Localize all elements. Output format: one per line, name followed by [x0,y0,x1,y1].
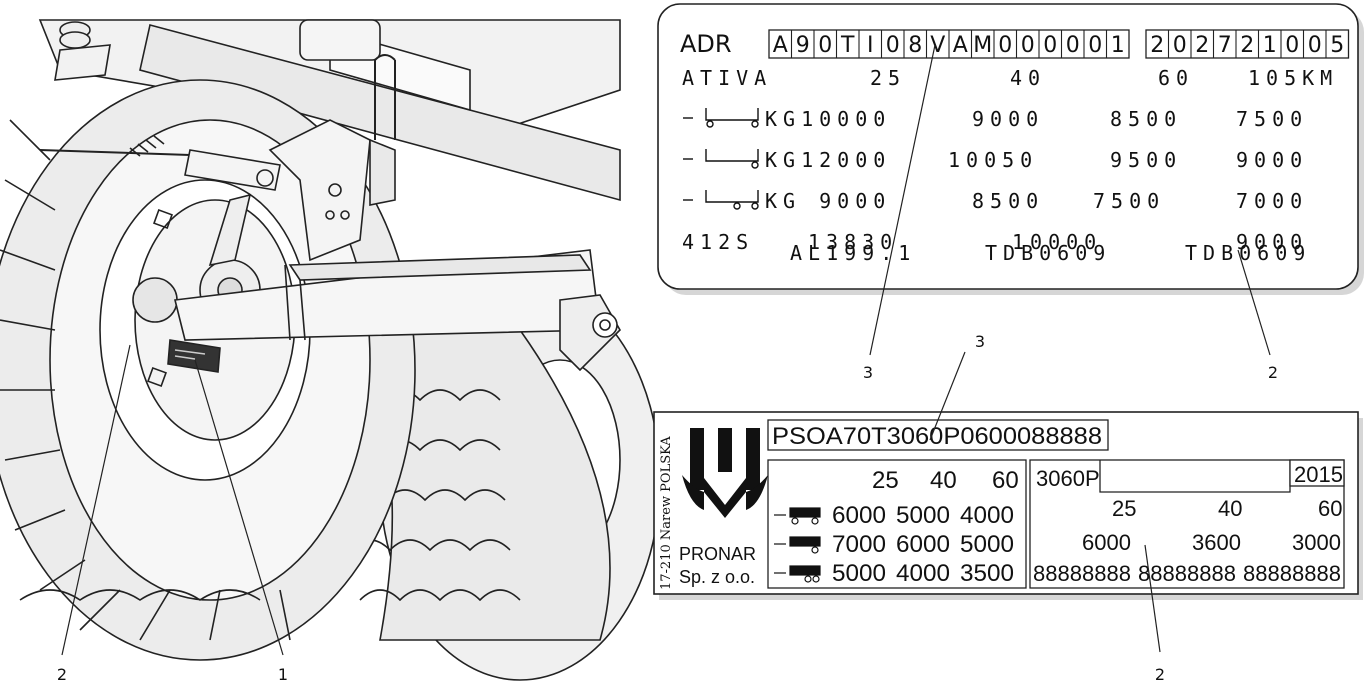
adr-date-char: 7 [1218,33,1232,58]
adr-vin-char: 0 [1066,33,1080,58]
adr-row6-c2: TDB0609 [985,241,1111,265]
adr-row4-c2: 8500 [972,189,1044,213]
adr-vin-char: A [953,33,968,58]
pronar-right-speed-40: 40 [1218,496,1242,521]
pronar-right-load-2: 3600 [1192,530,1241,555]
adr-row3-c2: 10050 [948,148,1038,172]
pronar-vin: PSOA70T3060P0600088888 [772,423,1102,450]
adr-vin-char: I [867,33,874,58]
adr-row3-c4: 9000 [1236,148,1308,172]
pronar-right-load-3: 3000 [1292,530,1341,555]
pronar-right-speed-60: 60 [1318,496,1342,521]
adr-vin-char: 0 [1043,33,1057,58]
adr-row3-c3: 9500 [1110,148,1182,172]
adr-vin-char: 0 [818,33,832,58]
pronar-speed-60: 60 [992,467,1019,494]
adr-row1-c3: 40 [1010,66,1046,90]
adr-row5-c2: 13830 [808,230,898,254]
pronar-load-r3c1: 5000 [832,560,886,587]
adr-date-char: 5 [1330,33,1344,58]
pronar-year: 2015 [1294,462,1343,487]
adr-vin-char: 0 [998,33,1012,58]
leader-lines-pronar [929,351,1161,653]
adr-date-char: 0 [1308,33,1322,58]
pronar-load-r1c2: 5000 [896,502,950,529]
adr-row2-c4: 7500 [1236,107,1308,131]
pronar-address: 17-210 Narew POLSKA [659,436,674,590]
adr-date-frame [1145,29,1350,59]
callout-label-1-left: 1 [278,665,288,684]
axle-beam [174,249,621,372]
adr-vin-char: 0 [886,33,900,58]
pronar-serial-1: 88888888 [1033,561,1131,586]
pronar-load-r3c2: 4000 [896,560,950,587]
adr-row4-c4: 7000 [1236,189,1308,213]
adr-row5-c4: 9000 [1236,230,1308,254]
pronar-right-load-1: 6000 [1082,530,1131,555]
pronar-load-r3c3: 3500 [960,560,1014,587]
adr-row3-c1: KG12000 [765,148,891,172]
pronar-logo [682,428,768,518]
adr-vin-char: 1 [1111,33,1125,58]
pronar-speed-40: 40 [930,467,957,494]
pronar-serial-2: 88888888 [1138,561,1236,586]
adr-row5-c1: 412S [682,230,754,254]
callout-label-2-left: 2 [57,665,67,684]
pronar-serial-3: 88888888 [1243,561,1341,586]
adr-row1-c4: 60 [1158,66,1194,90]
axle-symbols-adr [683,108,759,210]
pronar-model: 3060P [1036,466,1100,491]
callout-label-3-adr: 3 [863,363,873,382]
adr-row2-c3: 8500 [1110,107,1182,131]
callout-label-3-pronar: 3 [975,332,985,351]
id-plate-small [167,339,221,373]
adr-date-char: 2 [1195,33,1209,58]
adr-date-char: 0 [1285,33,1299,58]
pronar-company: Sp. z o.o. [679,567,755,587]
adr-row5-c3: 10000 [1012,230,1102,254]
adr-date-char: 2 [1240,33,1254,58]
adr-vin-char: T [840,33,855,58]
adr-date-char: 2 [1150,33,1164,58]
pronar-right-speed-25: 25 [1112,496,1136,521]
pronar-load-r2c2: 6000 [896,531,950,558]
pronar-load-r2c3: 5000 [960,531,1014,558]
callout-label-2-pronar: 2 [1155,665,1165,684]
adr-vin-char: 9 [796,33,810,58]
pronar-load-r2c1: 7000 [832,531,886,558]
adr-row6-c1: AL199.1 [790,241,916,265]
brake-mechanism [39,54,396,267]
pronar-brand: PRONAR [679,544,756,564]
adr-vin-char: 0 [1021,33,1035,58]
callout-label-2-adr: 2 [1268,363,1278,382]
adr-row2-c1: KG10000 [765,107,891,131]
adr-row1-c5: 105KM [1248,66,1338,90]
adr-row1-c1: ATIVA [682,66,772,90]
adr-row4-c1: KG 9000 [765,189,891,213]
pronar-speed-25: 25 [872,467,899,494]
leader-lines-adr [869,44,1271,356]
pronar-plate: 17-210 Narew POLSKA PRONAR Sp. z o.o. PS… [653,411,1363,600]
adr-date-char: 0 [1173,33,1187,58]
adr-date-char: 1 [1263,33,1277,58]
pronar-load-r1c1: 6000 [832,502,886,529]
adr-vin-char: A [773,33,788,58]
adr-vin-char: M [973,33,992,58]
axle-illustration [0,0,661,681]
pronar-load-r1c3: 4000 [960,502,1014,529]
trailer-icons-pronar [774,507,821,583]
leader-lines-left [61,344,284,656]
adr-vin-char: 8 [908,33,922,58]
adr-prefix: ADR [680,30,732,58]
adr-row2-c2: 9000 [972,107,1044,131]
adr-row4-c3: 7500 [1093,189,1165,213]
adr-row1-c2: 25 [870,66,906,90]
adr-row6-c3: TDB0609 [1185,241,1311,265]
adr-vin-char: 0 [1088,33,1102,58]
shock-mount [54,21,111,81]
